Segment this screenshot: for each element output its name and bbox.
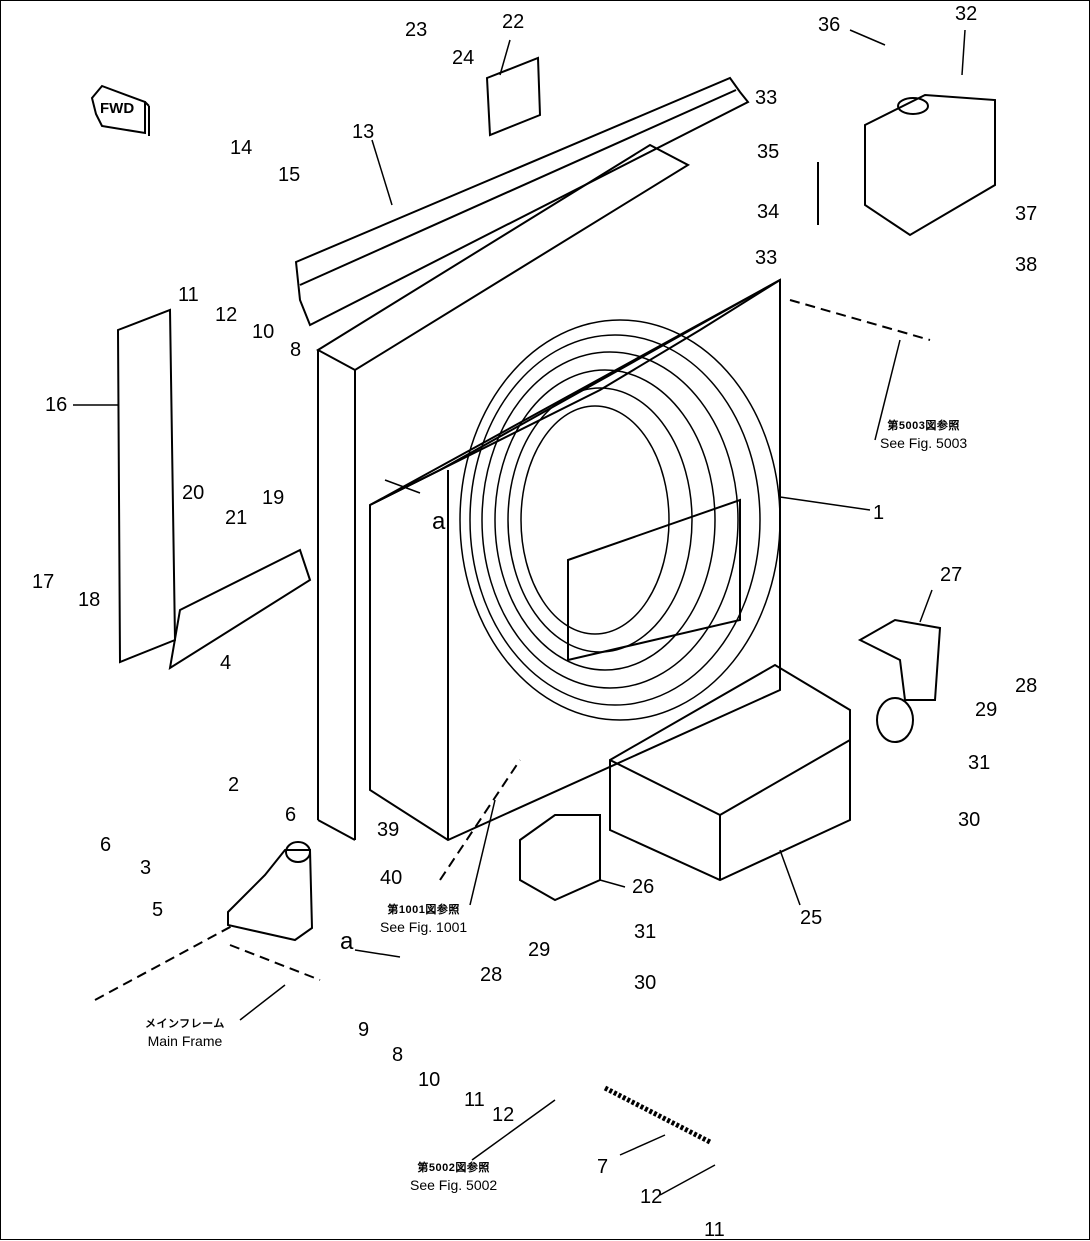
callout-30-right[interactable]: 30 <box>958 809 981 831</box>
side-panel-part-16 <box>116 308 177 664</box>
callout-11-upper[interactable]: 11 <box>178 284 199 306</box>
top-cover-part-13 <box>294 76 750 327</box>
callout-10-lower[interactable]: 10 <box>418 1069 441 1091</box>
callout-17[interactable]: 17 <box>32 571 55 593</box>
callout-11-middle[interactable]: 11 <box>464 1089 485 1111</box>
callout-15[interactable]: 15 <box>278 164 301 186</box>
callout-18[interactable]: 18 <box>78 589 101 611</box>
view-marker-a-upper: a <box>432 508 446 535</box>
callout-28-right[interactable]: 28 <box>1015 675 1038 697</box>
callout-31-right[interactable]: 31 <box>968 752 991 774</box>
reference-fig-5003-jp: 第5003図参照 <box>887 420 960 432</box>
reference-fig-1001[interactable]: 第1001図参照 See Fig. 1001 <box>380 902 467 936</box>
callout-37[interactable]: 37 <box>1015 203 1038 225</box>
reservoir-tank-part-32 <box>864 93 996 237</box>
callout-6-right[interactable]: 6 <box>285 804 297 826</box>
callout-40[interactable]: 40 <box>380 867 403 889</box>
reference-main-frame-en: Main Frame <box>147 1033 223 1049</box>
callout-35[interactable]: 35 <box>757 141 780 163</box>
reference-main-frame[interactable]: メインフレーム Main Frame <box>145 1016 225 1050</box>
main-frame-outline <box>94 299 931 1001</box>
callout-13[interactable]: 13 <box>352 121 375 143</box>
callout-12-upper[interactable]: 12 <box>215 304 238 326</box>
callout-33-lower[interactable]: 33 <box>755 247 778 269</box>
reference-fig-5003-en: See Fig. 5003 <box>880 435 968 451</box>
callout-16[interactable]: 16 <box>45 394 68 416</box>
reference-fig-5002[interactable]: 第5002図参照 See Fig. 5002 <box>410 1160 497 1194</box>
callout-27[interactable]: 27 <box>940 564 963 586</box>
fwd-arrow-icon <box>90 84 150 136</box>
reference-fig-5002-en: See Fig. 5002 <box>410 1177 498 1193</box>
bracket-part-19 <box>168 548 312 671</box>
callout-36[interactable]: 36 <box>818 14 841 36</box>
fwd-label: FWD <box>100 100 135 117</box>
callout-14[interactable]: 14 <box>230 137 253 159</box>
reference-fig-1001-en: See Fig. 1001 <box>380 919 468 935</box>
callout-8-upper[interactable]: 8 <box>290 339 302 361</box>
callout-22[interactable]: 22 <box>502 11 525 33</box>
callout-33-upper[interactable]: 33 <box>755 87 778 109</box>
threaded-rod-part-7 <box>603 1085 712 1145</box>
callout-20[interactable]: 20 <box>182 482 205 504</box>
callout-11-lower[interactable]: 11 <box>704 1219 725 1241</box>
radiator-core-part-1 <box>316 143 781 842</box>
mount-part-2 <box>227 841 314 942</box>
callout-23[interactable]: 23 <box>405 19 428 41</box>
callout-2[interactable]: 2 <box>228 774 240 796</box>
callout-6-left[interactable]: 6 <box>100 834 112 856</box>
leader-lines <box>73 29 966 1196</box>
callout-21[interactable]: 21 <box>225 507 248 529</box>
callout-12-lower[interactable]: 12 <box>640 1186 663 1208</box>
callout-39[interactable]: 39 <box>377 819 400 841</box>
callout-10-upper[interactable]: 10 <box>252 321 275 343</box>
reference-main-frame-jp: メインフレーム <box>145 1018 225 1030</box>
callout-29-right[interactable]: 29 <box>975 699 998 721</box>
reference-fig-5002-jp: 第5002図参照 <box>417 1162 490 1174</box>
callout-31-lower[interactable]: 31 <box>634 921 657 943</box>
view-marker-a-lower: a <box>340 928 354 955</box>
callout-7[interactable]: 7 <box>597 1156 609 1178</box>
callout-8-lower[interactable]: 8 <box>392 1044 404 1066</box>
callout-12-middle[interactable]: 12 <box>492 1104 515 1126</box>
callout-9[interactable]: 9 <box>358 1019 370 1041</box>
reference-fig-5003[interactable]: 第5003図参照 See Fig. 5003 <box>880 418 967 452</box>
callout-19[interactable]: 19 <box>262 487 285 509</box>
callout-28-lower[interactable]: 28 <box>480 964 503 986</box>
callout-30-lower[interactable]: 30 <box>634 972 657 994</box>
callout-24[interactable]: 24 <box>452 47 475 69</box>
callout-26[interactable]: 26 <box>632 876 655 898</box>
bracket-part-26 <box>519 814 601 902</box>
callout-29-lower[interactable]: 29 <box>528 939 551 961</box>
callout-4[interactable]: 4 <box>220 652 232 674</box>
callout-1[interactable]: 1 <box>873 502 885 524</box>
callout-5[interactable]: 5 <box>152 899 164 921</box>
callout-34[interactable]: 34 <box>757 201 780 223</box>
callout-25[interactable]: 25 <box>800 907 823 929</box>
bracket-part-27 <box>857 618 942 701</box>
fan-guard <box>459 319 781 721</box>
callout-32[interactable]: 32 <box>955 3 978 25</box>
callout-38[interactable]: 38 <box>1015 254 1038 276</box>
callout-3[interactable]: 3 <box>140 857 152 879</box>
plate-part-22 <box>485 56 542 137</box>
reference-fig-1001-jp: 第1001図参照 <box>387 904 460 916</box>
oil-cooler-part-25 <box>609 663 914 882</box>
